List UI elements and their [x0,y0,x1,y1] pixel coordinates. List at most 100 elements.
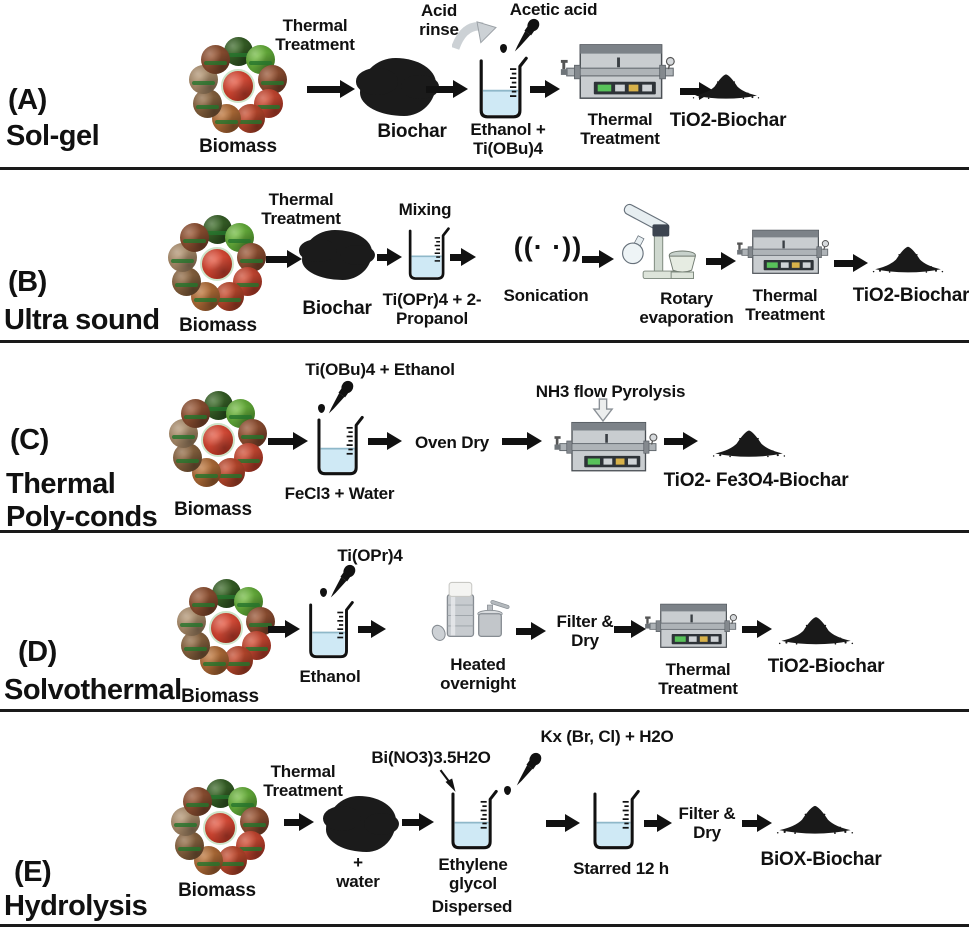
beaker-icon [588,788,640,852]
drop-icon [504,786,511,795]
drop-icon [500,44,507,53]
biomass-photo [214,282,244,312]
biochar-label: Biochar [377,121,447,142]
biomass-label: Biomass [179,315,257,336]
oven-dry-label: Oven Dry [415,433,489,452]
biomass-photo [193,89,223,118]
rotary-evaporator-icon [616,202,702,286]
sonication-icon: ((· ·)) [513,232,583,262]
separator-line [0,167,969,170]
separator-line [0,924,969,927]
biomass-photo [189,65,218,95]
flow-arrow-icon [546,814,580,832]
curved-arrow-icon [452,18,502,56]
separator-line [0,709,969,712]
flow-arrow-icon [582,250,614,268]
separator-line [0,340,969,343]
biochar-label: Biochar [302,298,372,319]
beaker-label: FeCl3 + Water [284,484,395,503]
biomass-label: Biomass [181,686,259,707]
thermal-treatment-label: Thermal Treatment [261,190,341,229]
flow-arrow-icon [450,248,476,266]
beaker-label: Ethanol [299,667,361,686]
biochar-blob-icon [298,230,375,280]
biomass-label: Biomass [178,880,256,901]
biomass-cluster [188,36,290,138]
flow-arrow-icon [307,80,355,98]
biomass-photo [173,443,203,472]
biomass-cluster [167,214,269,316]
beaker-icon [404,224,450,284]
product-pile-icon [778,610,854,648]
biomass-center-photo [201,423,235,457]
flow-arrow-icon [268,432,308,450]
beaker-label: Ethylene glycol [438,855,508,894]
hollow-down-arrow-icon [592,398,614,422]
row-letter: (A) [8,84,47,116]
flow-arrow-icon [268,620,300,638]
biomass-photo [193,846,223,876]
tube-furnace-icon [554,420,660,476]
heated-overnight-label: Heated overnight [440,655,516,694]
product-label: TiO2-Biochar [767,656,885,677]
flow-arrow-icon [530,80,560,98]
furnace-label: Thermal Treatment [658,660,738,699]
row-letter: (E) [14,856,52,888]
flow-arrow-icon [706,252,736,270]
thermal-treatment-label: Thermal Treatment [275,16,355,55]
biomass-cluster [176,578,278,680]
row-letter: (C) [10,424,49,456]
flow-arrow-icon [516,622,546,640]
bismuth-nitrate-label: Bi(NO3)3.5H2O [371,748,491,767]
beaker-icon [446,788,498,852]
acid-rinse-label: Acid rinse [419,1,459,40]
kx-halide-label: Kx (Br, Cl) + H2O [540,727,674,746]
flow-arrow-icon [426,80,468,98]
product-pile-icon [872,240,944,276]
beaker-icon [312,414,364,478]
biomass-photo [235,104,265,134]
dropper-reagent-label: Ti(OPr)4 [337,546,403,565]
flow-arrow-icon [377,248,402,266]
stirred-label: Starred 12 h [573,859,669,878]
biomass-photo [181,398,210,428]
biomass-photo [189,586,218,616]
biomass-photo [172,267,202,296]
biomass-photo [175,831,205,860]
beaker-label: Ti(OPr)4 + 2-Propanol [382,290,482,329]
biomass-center-photo [221,69,255,103]
dispersed-label: Dispersed [431,897,513,916]
dropper-reagent-label: Ti(OBu)4 + Ethanol [305,360,455,379]
plus-water-label: + water [336,853,380,892]
biomass-photo [215,458,245,488]
nh3-pyrolysis-label: NH3 flow Pyrolysis [535,382,686,401]
biomass-label: Biomass [174,499,252,520]
row-letter: (D) [18,636,57,668]
thermal-treatment-label: Thermal Treatment [263,762,343,801]
biomass-photo [180,222,209,252]
mixing-label: Mixing [398,200,452,219]
flow-arrow-icon [284,813,314,831]
flow-arrow-icon [742,814,772,832]
biomass-center-photo [203,811,237,845]
beaker-icon [304,598,354,662]
product-label: BiOX-Biochar [760,849,882,870]
flow-arrow-icon [368,432,402,450]
row-letter: (B) [8,266,47,298]
biomass-photo [169,419,198,449]
furnace-label: Thermal Treatment [745,286,825,325]
method-label: Hydrolysis [4,890,148,922]
furnace-label: Thermal Treatment [580,110,660,149]
product-label: TiO2-Biochar [669,110,787,131]
flow-arrow-icon [358,620,386,638]
flow-arrow-icon [266,250,302,268]
biochar-blob-icon [356,58,440,116]
biomass-photo [183,786,212,816]
biomass-cluster [168,390,270,492]
autoclave-icon [430,578,510,646]
drop-icon [318,404,325,413]
biomass-label: Biomass [199,136,277,157]
biomass-center-photo [209,611,243,645]
biomass-cluster [170,778,272,880]
